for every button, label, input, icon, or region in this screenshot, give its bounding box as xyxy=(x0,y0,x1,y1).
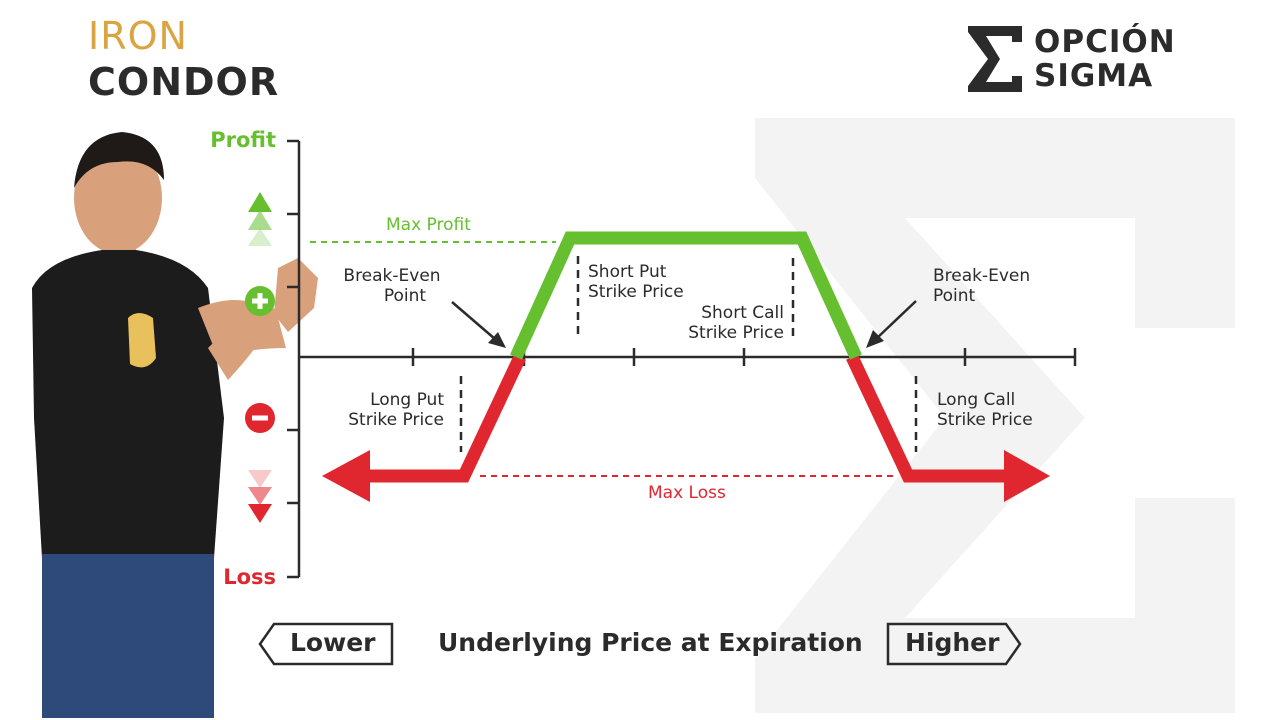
max-loss-label: Max Loss xyxy=(648,483,726,503)
brand-word-2: SIGMA xyxy=(1034,58,1154,94)
break-even-right-arrow xyxy=(866,300,917,348)
lower-arrow-shape xyxy=(258,622,394,666)
y-axis-profit-label: Profit xyxy=(210,128,276,152)
y-axis-ticks xyxy=(287,139,299,579)
break-even-left-label: Break-Even Point xyxy=(343,266,441,306)
right-arrowhead xyxy=(1004,450,1050,502)
y-axis-loss-label: Loss xyxy=(223,565,276,589)
short-put-label: Short Put Strike Price xyxy=(588,262,684,302)
loss-arrows-icon xyxy=(248,470,272,523)
lower-label: Lower xyxy=(290,628,376,657)
x-axis-title: Underlying Price at Expiration xyxy=(438,628,863,657)
plus-circle-icon xyxy=(245,286,275,316)
short-call-label: Short Call Strike Price xyxy=(688,303,784,343)
title-line-2: CONDOR xyxy=(88,60,280,104)
presenter-image xyxy=(32,132,318,718)
sigma-watermark xyxy=(755,118,1235,713)
higher-arrow-shape xyxy=(886,622,1022,666)
title-line-1: IRON xyxy=(88,14,188,58)
brand-word-1: OPCIÓN xyxy=(1034,24,1176,60)
minus-circle-icon xyxy=(245,403,275,433)
payoff-profit xyxy=(510,231,862,360)
sigma-icon xyxy=(968,26,1022,92)
max-profit-label: Max Profit xyxy=(386,215,471,235)
strike-markers xyxy=(459,256,918,452)
profit-arrows-icon xyxy=(248,192,272,246)
break-even-right-label: Break-Even Point xyxy=(933,266,1031,306)
payoff-loss-right xyxy=(846,354,1016,483)
long-call-label: Long Call Strike Price xyxy=(937,390,1033,430)
payoff-loss-left xyxy=(356,354,526,483)
break-even-left-arrow xyxy=(451,301,506,348)
higher-label: Higher xyxy=(905,628,1000,657)
brand-logo: OPCIÓN SIGMA xyxy=(966,22,1196,98)
left-arrowhead xyxy=(322,450,370,502)
long-put-label: Long Put Strike Price xyxy=(348,390,444,430)
